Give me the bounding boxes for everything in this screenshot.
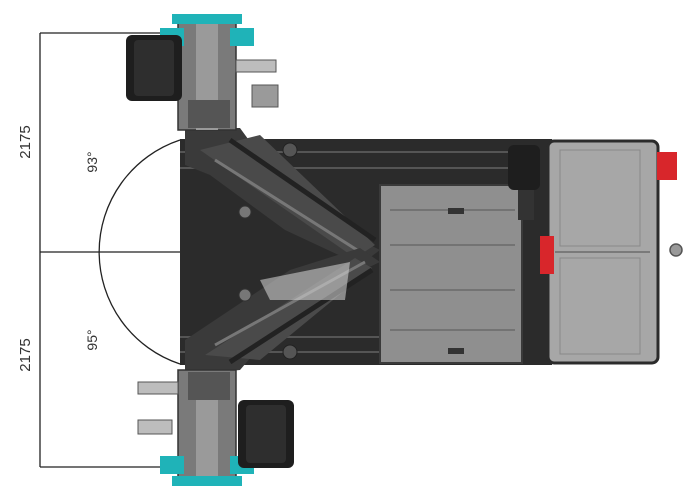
dimension-label-lower: 2175 (17, 338, 34, 371)
boom-upper (185, 128, 380, 265)
angle-label-upper: 93° (84, 151, 100, 172)
boom-lower (185, 248, 380, 375)
engine-cover (379, 184, 523, 364)
angle-label-lower: 95° (84, 329, 100, 350)
dimension-label-upper: 2175 (17, 125, 34, 158)
red-light-rear (657, 152, 677, 180)
drill-head-lower (137, 369, 294, 486)
red-marker (540, 236, 554, 274)
drill-head-upper (126, 14, 279, 131)
coverage-arc (98, 139, 181, 365)
